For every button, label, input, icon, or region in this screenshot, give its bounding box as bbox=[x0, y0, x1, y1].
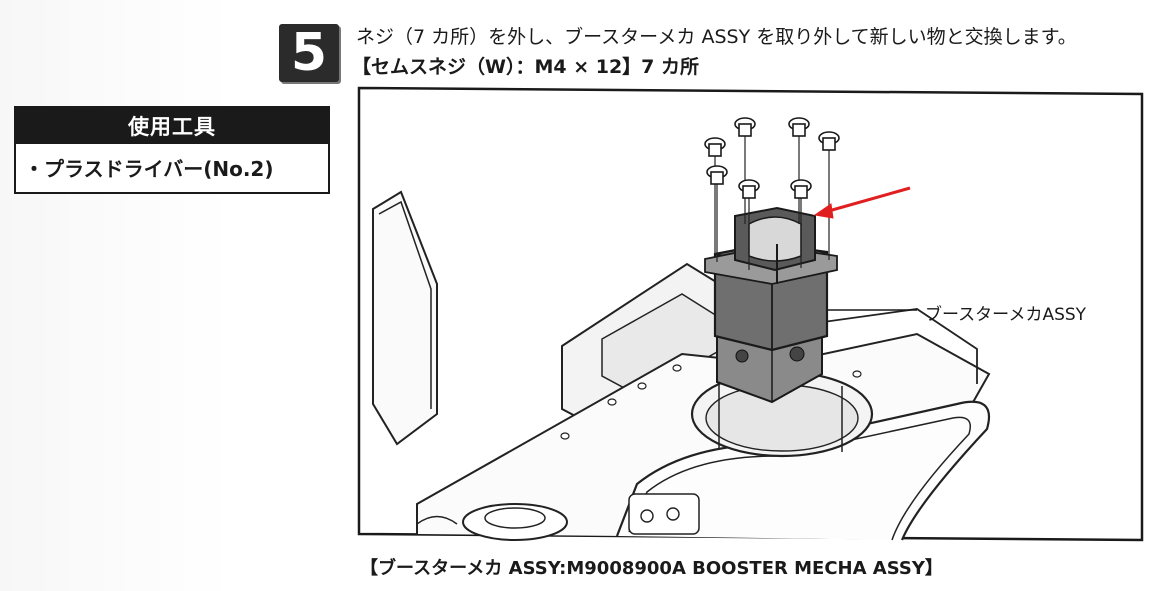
illustration-drawing bbox=[357, 86, 1144, 542]
step-instruction: ネジ（7 カ所）を外し、ブースターメカ ASSY を取り外して新しい物と交換しま… bbox=[356, 26, 1077, 48]
screw-guides bbox=[714, 132, 830, 270]
step-number-badge: 5 bbox=[279, 23, 339, 83]
booster-mecha-callout: ブースターメカASSY bbox=[925, 305, 1087, 325]
cabinet-panel-edge bbox=[378, 200, 432, 409]
cabinet-panel bbox=[372, 190, 438, 446]
curved-shroud bbox=[615, 400, 991, 541]
shroud-hole bbox=[666, 507, 680, 521]
screw-heads bbox=[704, 117, 840, 199]
shroud-bracket bbox=[628, 493, 700, 535]
bottom-speaker bbox=[416, 515, 458, 525]
screw-spec: 【セムスネジ（W）：M4 × 12】7 カ所 bbox=[352, 56, 700, 78]
shroud-hole bbox=[640, 509, 654, 523]
bottom-pipe-inner bbox=[484, 507, 546, 529]
tools-item: ・プラスドライバー(No.2) bbox=[24, 156, 274, 181]
figure-caption: 【ブースターメカ ASSY:M9008900A BOOSTER MECHA AS… bbox=[360, 558, 943, 579]
red-arrow-icon bbox=[813, 186, 911, 219]
tools-box: 使用工具 ・プラスドライバー(No.2) bbox=[14, 106, 330, 194]
tools-title: 使用工具 bbox=[16, 108, 328, 144]
curved-shroud-inner bbox=[628, 416, 971, 541]
booster-mecha-illustration: ブースターメカASSY bbox=[357, 84, 1144, 542]
base-holes bbox=[560, 364, 862, 440]
